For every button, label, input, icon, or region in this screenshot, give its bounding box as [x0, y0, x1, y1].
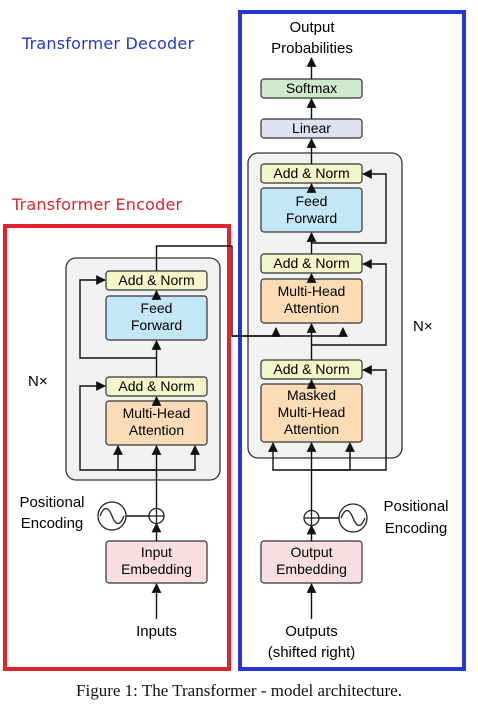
decoder-add-icon: [303, 509, 320, 527]
encoder-title: Transformer Encoder: [12, 195, 183, 214]
encoder-feed-forward-line-2: Forward: [131, 317, 182, 333]
encoder-attention-line-2: Attention: [129, 422, 184, 438]
decoder-title: Transformer Decoder: [22, 34, 195, 53]
decoder-masked-attention-line-1: Masked: [287, 387, 336, 403]
encoder-input-label: Inputs: [136, 623, 177, 640]
encoder-add-norm-top-label: Add & Norm: [118, 272, 194, 288]
encoder-positional-line-2: Encoding: [21, 515, 84, 532]
decoder-output-probabilities-line-1: Output: [289, 19, 335, 36]
encoder-add-norm-bottom-label: Add & Norm: [118, 378, 194, 394]
decoder-positional-line-2: Encoding: [385, 520, 448, 537]
encoder-embedding-line-2: Embedding: [121, 561, 192, 577]
decoder-embedding-line-2: Embedding: [276, 561, 347, 577]
decoder-add-norm-middle-label: Add & Norm: [273, 255, 349, 271]
encoder-attention-line-1: Multi-Head: [123, 405, 191, 421]
encoder-add-icon: [148, 507, 165, 525]
decoder-feed-forward-line-1: Feed: [296, 193, 328, 209]
decoder-cross-attention-line-1: Multi-Head: [278, 283, 346, 299]
encoder-connectors: [79, 245, 348, 619]
decoder-add-norm-top-label: Add & Norm: [273, 165, 349, 181]
decoder-cross-attention-line-2: Attention: [284, 300, 339, 316]
encoder-frame: [3, 224, 231, 671]
decoder-frame: [238, 10, 466, 671]
encoder-embedding-line-1: Input: [141, 544, 172, 560]
encoder-feed-forward-line-1: Feed: [141, 300, 173, 316]
decoder-embedding-line-1: Output: [290, 544, 332, 560]
decoder-repeat-label: N×: [413, 318, 433, 335]
decoder-add-norm-bottom-label: Add & Norm: [273, 361, 349, 377]
decoder-positional-line-1: Positional: [383, 498, 448, 515]
decoder-input-line-2: (shifted right): [268, 644, 356, 661]
encoder-positional-line-1: Positional: [19, 494, 84, 511]
decoder-masked-attention-line-2: Multi-Head: [278, 404, 346, 420]
encoder-stack: [65, 257, 221, 481]
decoder-output-probabilities-line-2: Probabilities: [271, 40, 353, 57]
decoder-feed-forward-line-2: Forward: [286, 210, 337, 226]
decoder-masked-attention-line-3: Attention: [284, 421, 339, 437]
decoder-softmax-label: Softmax: [286, 80, 337, 96]
decoder-connectors: [268, 57, 387, 619]
decoder-input-line-1: Outputs: [285, 623, 338, 640]
encoder-sine-wave-icon: [97, 501, 127, 531]
figure-caption: Figure 1: The Transformer - model archit…: [76, 681, 402, 700]
decoder-sine-wave-icon: [338, 503, 368, 533]
decoder-linear-label: Linear: [292, 120, 331, 136]
encoder-repeat-label: N×: [28, 373, 48, 390]
